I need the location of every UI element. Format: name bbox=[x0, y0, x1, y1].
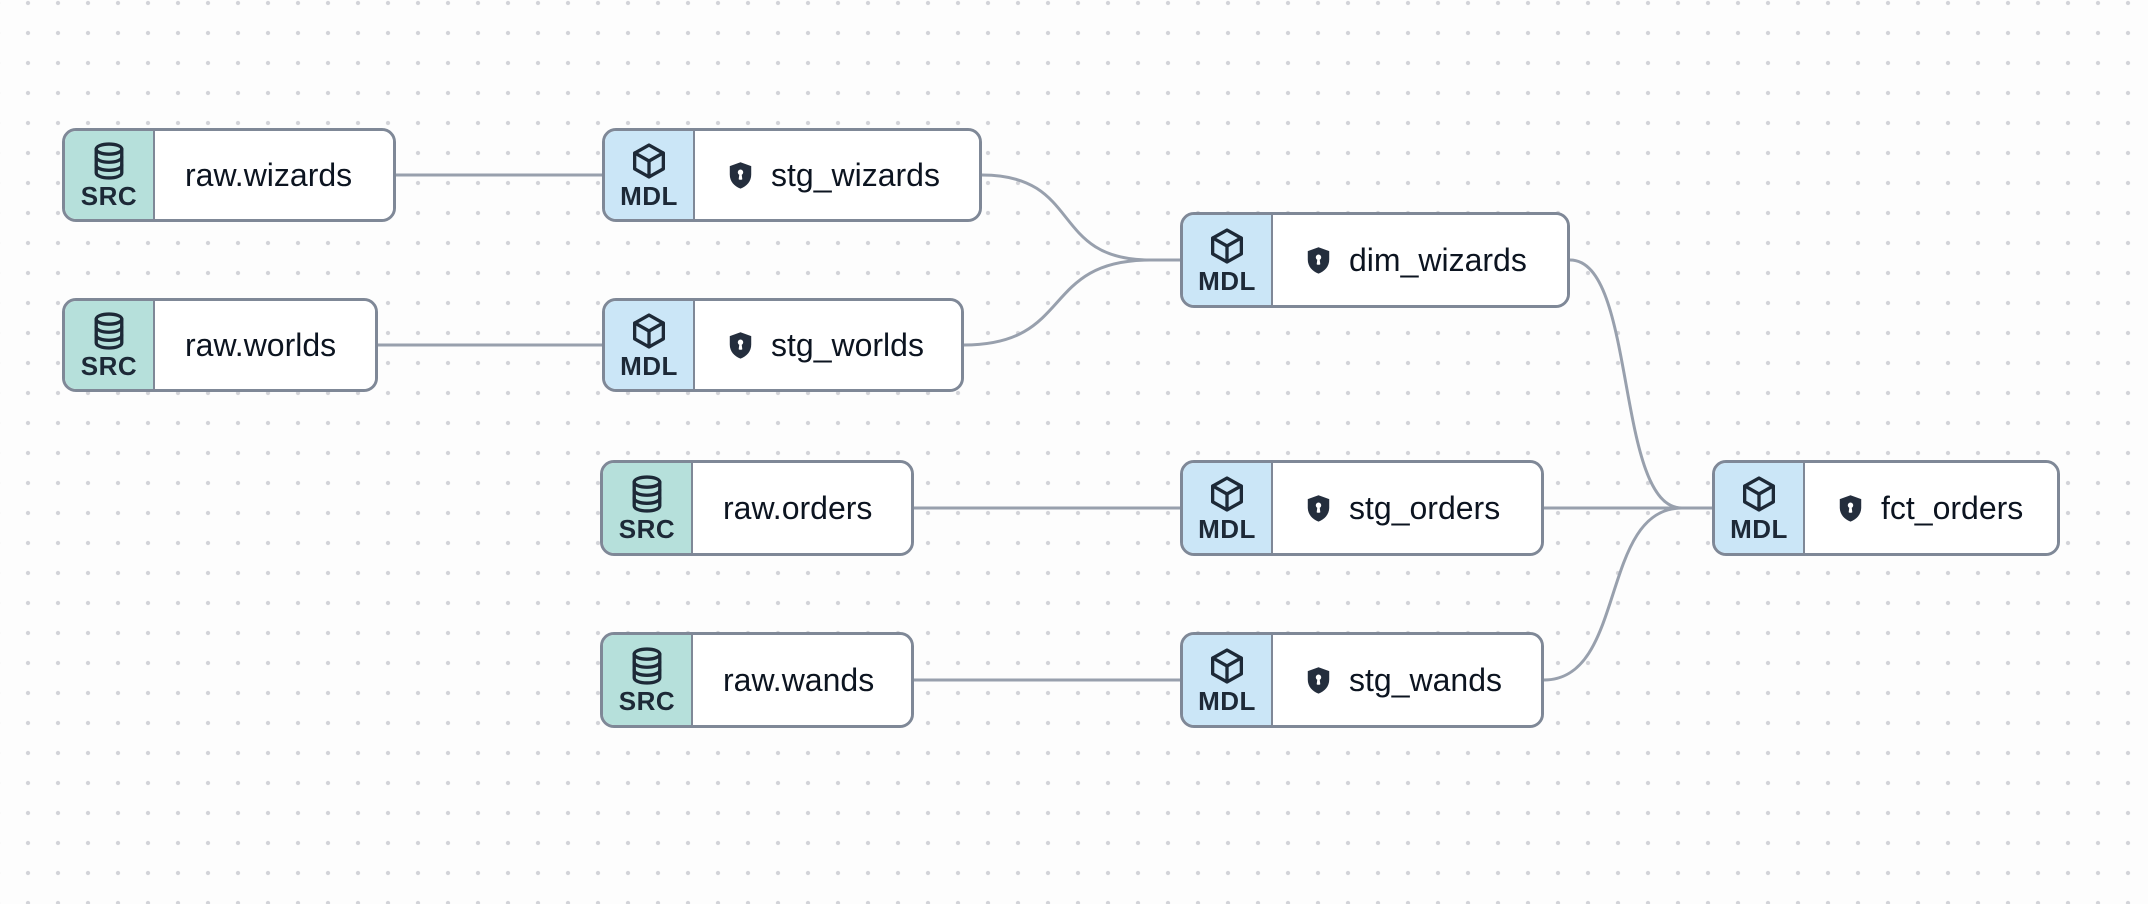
node-type-label: MDL bbox=[1730, 513, 1788, 544]
node-type-label: MDL bbox=[1198, 513, 1256, 544]
node-type-label: SRC bbox=[80, 180, 138, 211]
shield-icon bbox=[725, 330, 756, 361]
lineage-node[interactable]: MDL stg_orders bbox=[1180, 460, 1544, 556]
node-body: raw.wands bbox=[693, 635, 911, 725]
node-body: dim_wizards bbox=[1273, 215, 1567, 305]
shield-icon bbox=[1303, 493, 1334, 524]
node-type-label: MDL bbox=[620, 180, 678, 211]
node-type-label: SRC bbox=[618, 685, 676, 716]
lineage-edge bbox=[981, 173, 1180, 262]
database-icon bbox=[626, 645, 668, 687]
cube-icon bbox=[628, 140, 670, 182]
node-body: stg_wizards bbox=[695, 131, 979, 219]
node-type-badge: SRC bbox=[65, 131, 155, 219]
database-icon bbox=[626, 473, 668, 515]
node-body: stg_worlds bbox=[695, 301, 961, 389]
shield-icon bbox=[1303, 245, 1334, 276]
node-label: stg_wizards bbox=[771, 156, 940, 193]
lineage-node[interactable]: MDL stg_wands bbox=[1180, 632, 1544, 728]
lineage-edge bbox=[1569, 258, 1712, 510]
cube-icon bbox=[628, 310, 670, 352]
lineage-node[interactable]: SRC raw.orders bbox=[600, 460, 914, 556]
database-icon bbox=[88, 140, 130, 182]
lineage-node[interactable]: MDL dim_wizards bbox=[1180, 212, 1570, 308]
node-body: stg_orders bbox=[1273, 463, 1541, 553]
node-type-label: SRC bbox=[618, 513, 676, 544]
node-label: dim_wizards bbox=[1349, 241, 1527, 278]
node-type-badge: MDL bbox=[605, 131, 695, 219]
node-label: fct_orders bbox=[1881, 489, 2024, 526]
node-type-badge: MDL bbox=[1183, 215, 1273, 305]
node-label: raw.wands bbox=[723, 661, 875, 698]
node-type-label: MDL bbox=[1198, 685, 1256, 716]
node-body: fct_orders bbox=[1805, 463, 2057, 553]
lineage-node[interactable]: MDL stg_wizards bbox=[602, 128, 982, 222]
node-label: raw.wizards bbox=[185, 156, 353, 193]
lineage-edge bbox=[963, 258, 1180, 347]
database-icon bbox=[88, 310, 130, 352]
lineage-node[interactable]: MDL stg_worlds bbox=[602, 298, 964, 392]
node-type-badge: SRC bbox=[603, 635, 693, 725]
node-type-label: MDL bbox=[1198, 265, 1256, 296]
lineage-node[interactable]: SRC raw.wands bbox=[600, 632, 914, 728]
node-type-label: SRC bbox=[80, 350, 138, 381]
node-body: raw.orders bbox=[693, 463, 911, 553]
lineage-node[interactable]: MDL fct_orders bbox=[1712, 460, 2060, 556]
node-body: stg_wands bbox=[1273, 635, 1541, 725]
node-label: stg_wands bbox=[1349, 661, 1502, 698]
node-label: raw.orders bbox=[723, 489, 873, 526]
node-type-badge: MDL bbox=[605, 301, 695, 389]
node-label: raw.worlds bbox=[185, 326, 337, 363]
cube-icon bbox=[1206, 645, 1248, 687]
cube-icon bbox=[1206, 473, 1248, 515]
shield-icon bbox=[1303, 665, 1334, 696]
node-type-badge: MDL bbox=[1183, 463, 1273, 553]
lineage-node[interactable]: SRC raw.worlds bbox=[62, 298, 378, 392]
shield-icon bbox=[725, 160, 756, 191]
lineage-node[interactable]: SRC raw.wizards bbox=[62, 128, 396, 222]
node-type-label: MDL bbox=[620, 350, 678, 381]
node-label: stg_orders bbox=[1349, 489, 1501, 526]
node-body: raw.wizards bbox=[155, 131, 393, 219]
cube-icon bbox=[1206, 225, 1248, 267]
cube-icon bbox=[1738, 473, 1780, 515]
node-body: raw.worlds bbox=[155, 301, 375, 389]
node-type-badge: MDL bbox=[1715, 463, 1805, 553]
node-label: stg_worlds bbox=[771, 326, 924, 363]
shield-icon bbox=[1835, 493, 1866, 524]
lineage-edge bbox=[1543, 506, 1712, 682]
node-type-badge: MDL bbox=[1183, 635, 1273, 725]
node-type-badge: SRC bbox=[603, 463, 693, 553]
node-type-badge: SRC bbox=[65, 301, 155, 389]
